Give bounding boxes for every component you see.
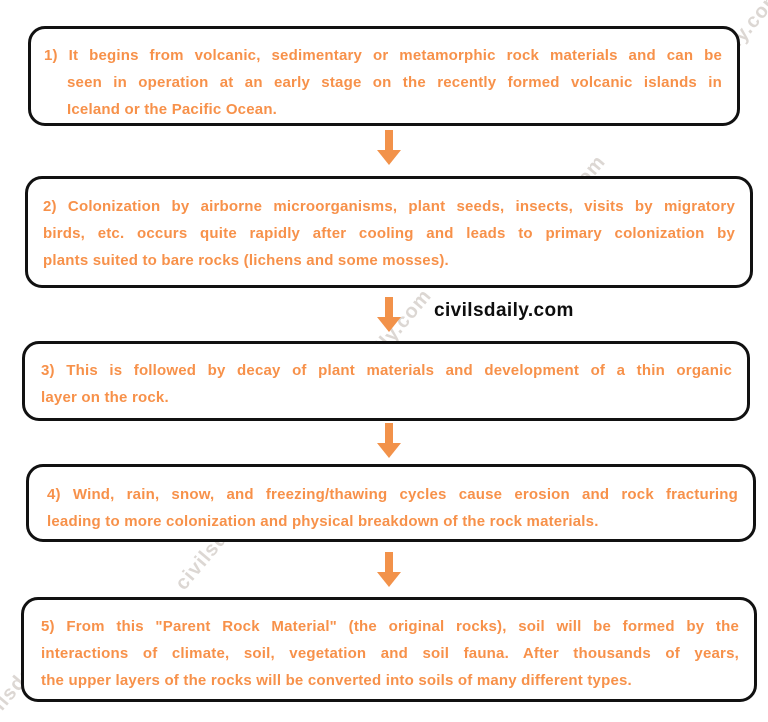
- arrow-head: [377, 443, 401, 458]
- down-arrow-icon-2: [377, 297, 401, 332]
- arrow-head: [377, 572, 401, 587]
- stage-4-box: 4) Wind, rain, snow, and freezing/thawin…: [26, 464, 756, 542]
- stage-3-text: 3) This is followed by decay of plant ma…: [41, 362, 732, 379]
- stage-2-text: 2) Colonization by airborne microorganis…: [43, 198, 735, 215]
- arrow-stem: [385, 552, 393, 572]
- stage-3-box: 3) This is followed by decay of plant ma…: [22, 341, 750, 421]
- down-arrow-icon-3: [377, 423, 401, 458]
- stage-2-text: birds, etc. occurs quite rapidly after c…: [43, 225, 735, 242]
- stage-1-box: 1) It begins from volcanic, sedimentary …: [28, 26, 740, 126]
- stage-5-text: the upper layers of the rocks will be co…: [41, 672, 632, 689]
- arrow-stem: [385, 130, 393, 150]
- arrow-head: [377, 317, 401, 332]
- site-label: civilsdaily.com: [434, 300, 574, 321]
- arrow-stem: [385, 423, 393, 443]
- stage-4-text: 4) Wind, rain, snow, and freezing/thawin…: [47, 486, 738, 503]
- down-arrow-icon-1: [377, 130, 401, 165]
- stage-1-text: Iceland or the Pacific Ocean.: [67, 101, 278, 118]
- stage-3-text: layer on the rock.: [41, 389, 169, 406]
- stage-1-text: seen in operation at an early stage on t…: [67, 74, 722, 91]
- down-arrow-icon-4: [377, 552, 401, 587]
- stage-5-text: interactions of climate, soil, vegetatio…: [41, 645, 739, 662]
- arrow-stem: [385, 297, 393, 317]
- stage-2-text: plants suited to bare rocks (lichens and…: [43, 252, 449, 269]
- stage-4-text: leading to more colonization and physica…: [47, 513, 599, 530]
- stage-2-box: 2) Colonization by airborne microorganis…: [25, 176, 753, 288]
- stage-5-text: 5) From this "Parent Rock Material" (the…: [41, 618, 739, 635]
- arrow-head: [377, 150, 401, 165]
- stage-1-text: 1) It begins from volcanic, sedimentary …: [44, 47, 722, 64]
- stage-5-box: 5) From this "Parent Rock Material" (the…: [21, 597, 757, 702]
